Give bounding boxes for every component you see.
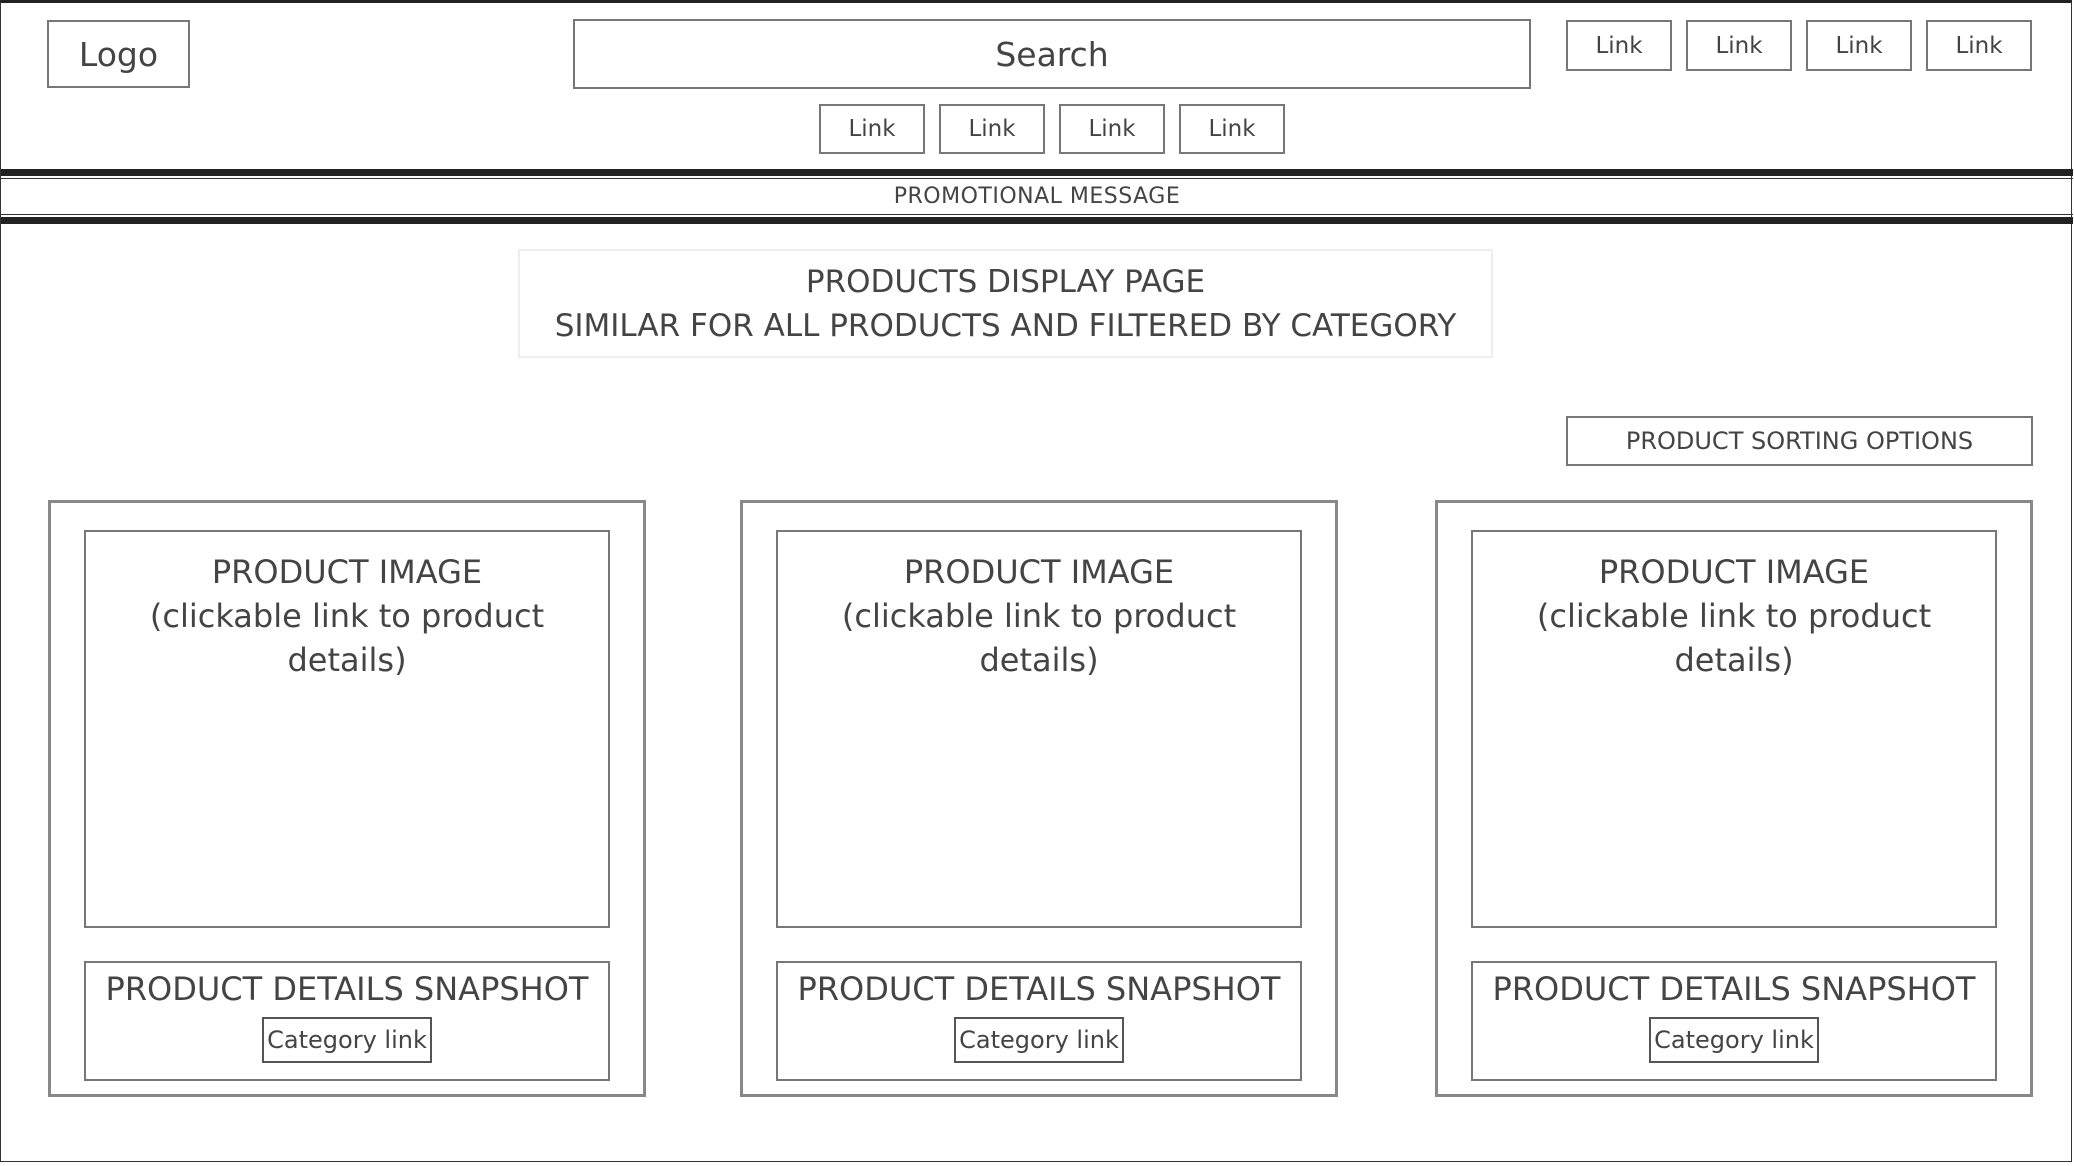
product-image-subtitle: (clickable link to product details) — [841, 597, 1237, 679]
product-snapshot-label: PRODUCT DETAILS SNAPSHOT — [105, 970, 589, 1008]
category-link-2[interactable]: Category link — [954, 1017, 1124, 1063]
logo[interactable]: Logo — [47, 20, 190, 88]
nav-link-2[interactable]: Link — [939, 104, 1045, 154]
product-image-subtitle: (clickable link to product details) — [1536, 597, 1932, 679]
product-snapshot-label: PRODUCT DETAILS SNAPSHOT — [797, 970, 1281, 1008]
nav-link-1[interactable]: Link — [819, 104, 925, 154]
product-image-title: PRODUCT IMAGE — [1598, 553, 1870, 591]
page-title: PRODUCTS DISPLAY PAGE SIMILAR FOR ALL PR… — [518, 249, 1493, 358]
nav-link-3[interactable]: Link — [1059, 104, 1165, 154]
category-link-1[interactable]: Category link — [262, 1017, 432, 1063]
promo-bar: PROMOTIONAL MESSAGE — [1, 169, 2073, 224]
product-image-link-2[interactable]: PRODUCT IMAGE (clickable link to product… — [776, 530, 1302, 928]
category-link-3[interactable]: Category link — [1649, 1017, 1819, 1063]
product-details-snapshot-3: PRODUCT DETAILS SNAPSHOT Category link — [1471, 961, 1997, 1081]
product-details-snapshot-2: PRODUCT DETAILS SNAPSHOT Category link — [776, 961, 1302, 1081]
product-image-subtitle: (clickable link to product details) — [149, 597, 545, 679]
product-image-link-3[interactable]: PRODUCT IMAGE (clickable link to product… — [1471, 530, 1997, 928]
search-input[interactable]: Search — [573, 19, 1531, 89]
product-snapshot-label: PRODUCT DETAILS SNAPSHOT — [1492, 970, 1976, 1008]
product-image-title: PRODUCT IMAGE — [211, 553, 483, 591]
product-card-1: PRODUCT IMAGE (clickable link to product… — [48, 500, 646, 1097]
top-link-1[interactable]: Link — [1566, 20, 1672, 71]
product-card-3: PRODUCT IMAGE (clickable link to product… — [1435, 500, 2033, 1097]
top-link-2[interactable]: Link — [1686, 20, 1792, 71]
promo-inner-border — [1, 178, 2073, 215]
page-title-line-2: SIMILAR FOR ALL PRODUCTS AND FILTERED BY… — [554, 307, 1457, 344]
top-link-4[interactable]: Link — [1926, 20, 2032, 71]
nav-link-4[interactable]: Link — [1179, 104, 1285, 154]
sorting-options-dropdown[interactable]: PRODUCT SORTING OPTIONS — [1566, 416, 2033, 466]
product-card-2: PRODUCT IMAGE (clickable link to product… — [740, 500, 1338, 1097]
promo-message: PROMOTIONAL MESSAGE — [893, 184, 1181, 209]
product-details-snapshot-1: PRODUCT DETAILS SNAPSHOT Category link — [84, 961, 610, 1081]
product-image-link-1[interactable]: PRODUCT IMAGE (clickable link to product… — [84, 530, 610, 928]
product-image-title: PRODUCT IMAGE — [903, 553, 1175, 591]
top-link-3[interactable]: Link — [1806, 20, 1912, 71]
page-title-line-1: PRODUCTS DISPLAY PAGE — [805, 263, 1206, 300]
